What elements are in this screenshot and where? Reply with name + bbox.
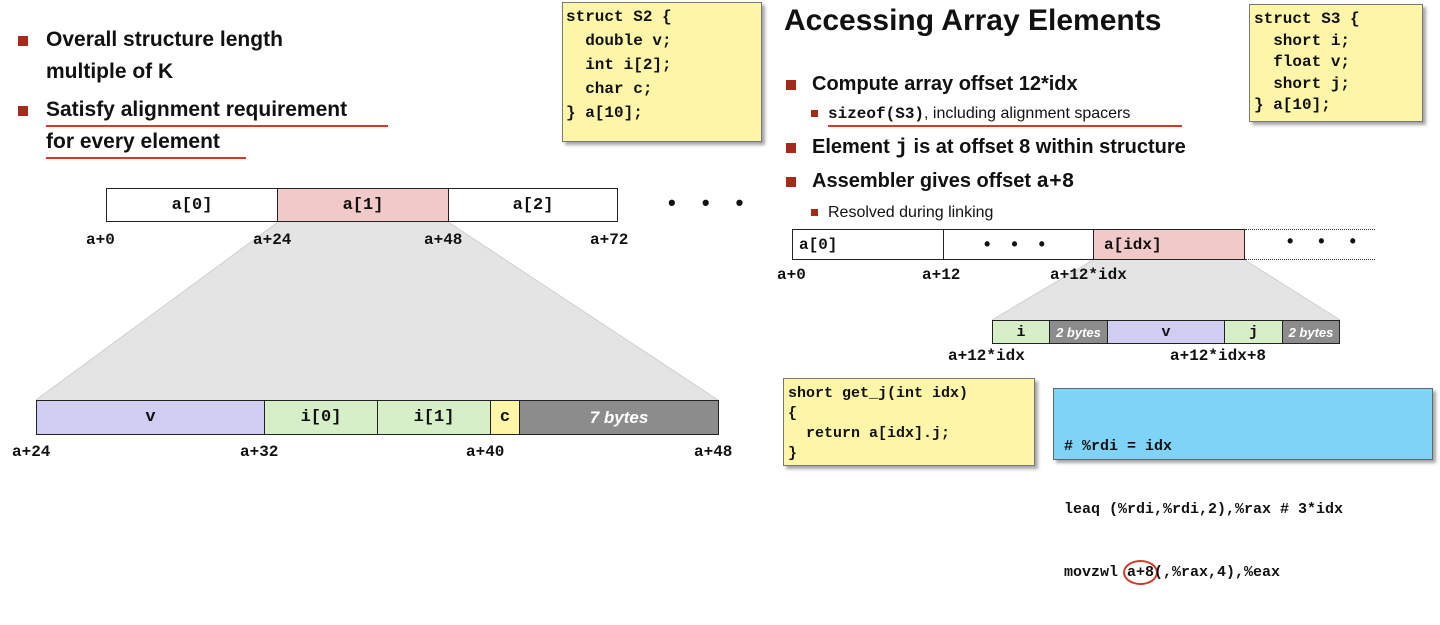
offset-label: a+12*idx+8 xyxy=(1170,347,1267,365)
offset-label: a+48 xyxy=(424,231,463,249)
asm-line: leaq (%rdi,%rdi,2),%rax # 3*idx xyxy=(1064,501,1344,518)
array-cell-a0: a[0] xyxy=(106,188,278,222)
array-cell-a2: a[2] xyxy=(448,188,618,222)
offset-label: a+12*idx xyxy=(1050,266,1127,284)
offset-label: a+0 xyxy=(86,231,115,249)
bullet-marker xyxy=(18,106,28,116)
offset-label: a+24 xyxy=(253,231,292,249)
bullet-marker xyxy=(18,36,28,46)
sub-bullet-sizeof: sizeof(S3), including alignment spacers xyxy=(828,104,1130,124)
offset-label: a+72 xyxy=(590,231,629,249)
padding-2-bytes: 2 bytes xyxy=(1049,320,1108,344)
sub-bullet-marker xyxy=(811,209,818,216)
offset-label: a+40 xyxy=(466,443,505,461)
offset-label: a+48 xyxy=(694,443,733,461)
slide-title: Accessing Array Elements xyxy=(784,4,1162,37)
sub-bullet-marker xyxy=(811,110,818,117)
c-function-code: short get_j(int idx) { return a[idx].j; … xyxy=(783,378,1035,466)
offset-label: a+12*idx xyxy=(948,347,1025,365)
field-v: v xyxy=(36,400,265,435)
assembly-code-box: # %rdi = idx leaq (%rdi,%rdi,2),%rax # 3… xyxy=(1053,388,1433,585)
ellipsis: • • • xyxy=(668,190,754,215)
sizeof-code: sizeof(S3) xyxy=(828,105,925,123)
offset-label: a+32 xyxy=(240,443,279,461)
asm-highlight-a-plus-8: a+8 xyxy=(1123,560,1159,585)
offset-label: a+0 xyxy=(777,266,806,284)
bullet-2-line2: for every element xyxy=(46,130,220,153)
field-j: j xyxy=(1224,320,1283,344)
zoom-projection-right xyxy=(991,259,1341,321)
array-cell-a0: a[0] xyxy=(792,229,944,260)
asm-line: # %rdi = idx xyxy=(1064,438,1173,455)
asm-instruction: movzwl xyxy=(1064,564,1128,581)
bullet-element-j: Element j is at offset 8 within structur… xyxy=(812,132,1186,164)
code-a-plus-8: a+8 xyxy=(1036,171,1075,194)
field-i1: i[1] xyxy=(377,400,491,435)
bullet-text: Element xyxy=(812,136,896,158)
emphasis-underline xyxy=(828,125,1182,127)
array-cell-ellipsis: • • • xyxy=(943,229,1094,260)
emphasis-underline xyxy=(46,157,246,159)
sizeof-note: , including alignment spacers xyxy=(924,105,1131,122)
zoom-projection xyxy=(35,221,719,401)
field-c: c xyxy=(490,400,520,435)
bullet-2-line1: Satisfy alignment requirement xyxy=(46,98,348,121)
bullet-compute-offset: Compute array offset 12*idx xyxy=(812,73,1078,95)
bullet-marker xyxy=(786,143,796,153)
offset-label: a+12 xyxy=(922,266,961,284)
array-cell-a1: a[1] xyxy=(277,188,449,222)
array-cell-aidx: a[idx] xyxy=(1093,229,1245,260)
padding-2-bytes: 2 bytes xyxy=(1282,320,1340,344)
field-v: v xyxy=(1107,320,1225,344)
struct-s2-code: struct S2 { double v; int i[2]; char c; … xyxy=(562,2,762,142)
bullet-1-line2: multiple of K xyxy=(46,60,174,83)
offset-label: a+24 xyxy=(12,443,51,461)
emphasis-underline xyxy=(46,125,388,127)
ellipsis: • • • xyxy=(1287,231,1366,251)
sub-bullet-linking: Resolved during linking xyxy=(828,204,994,221)
struct-s3-code: struct S3 { short i; float v; short j; }… xyxy=(1249,4,1423,122)
padding-7-bytes: 7 bytes xyxy=(519,400,719,435)
code-j: j xyxy=(895,137,908,160)
bullet-text: Assembler gives offset xyxy=(812,170,1037,192)
bullet-1-line1: Overall structure length xyxy=(46,28,283,51)
field-i0: i[0] xyxy=(264,400,378,435)
array-continuation xyxy=(1245,229,1375,260)
field-i: i xyxy=(992,320,1050,344)
bullet-marker xyxy=(786,80,796,90)
bullet-text: is at offset 8 within structure xyxy=(907,136,1186,158)
asm-line: movzwl a+8(,%rax,4),%eax xyxy=(1064,560,1432,585)
bullet-marker xyxy=(786,177,796,187)
bullet-assembler: Assembler gives offset a+8 xyxy=(812,166,1074,198)
asm-operands: (,%rax,4),%eax xyxy=(1154,564,1281,581)
